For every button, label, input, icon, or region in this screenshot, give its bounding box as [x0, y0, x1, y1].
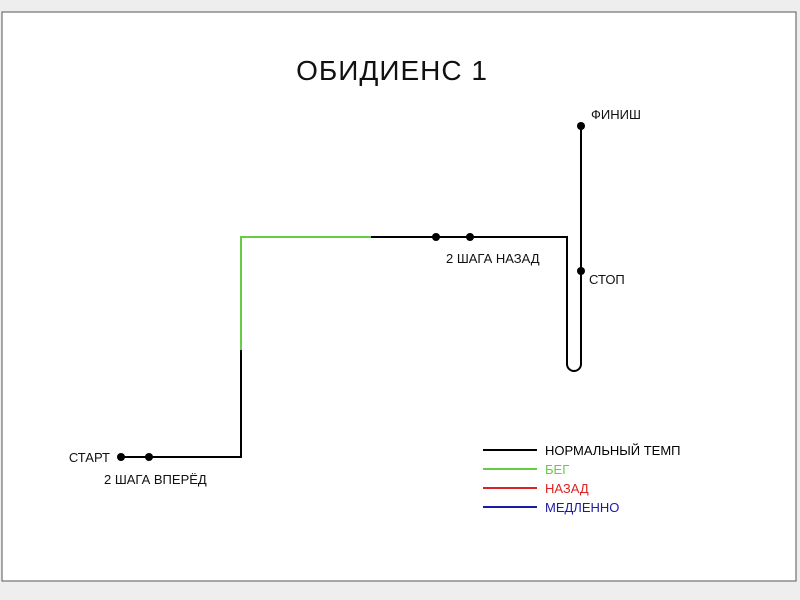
- diagram-title: ОБИДИЕНС 1: [296, 55, 488, 86]
- route-points: [117, 122, 585, 461]
- finish-point: [577, 122, 585, 130]
- forward-point: [145, 453, 153, 461]
- start-point: [117, 453, 125, 461]
- route: [121, 126, 582, 458]
- stop-label: СТОП: [589, 272, 625, 287]
- legend-label-back: НАЗАД: [545, 481, 589, 496]
- forward-label: 2 ШАГА ВПЕРЁД: [104, 472, 207, 487]
- stop-point: [577, 267, 585, 275]
- legend-label-normal: НОРМАЛЬНЫЙ ТЕМП: [545, 443, 681, 458]
- back-point-2: [466, 233, 474, 241]
- finish-label: ФИНИШ: [591, 107, 641, 122]
- back-point-1: [432, 233, 440, 241]
- back-label: 2 ШАГА НАЗАД: [446, 251, 540, 266]
- start-label: СТАРТ: [69, 450, 110, 465]
- legend-label-run: БЕГ: [545, 462, 569, 477]
- route-normal-start: [121, 350, 242, 458]
- route-run: [240, 236, 371, 350]
- legend-label-slow: МЕДЛЕННО: [545, 500, 619, 515]
- legend: НОРМАЛЬНЫЙ ТЕМП БЕГ НАЗАД МЕДЛЕННО: [483, 443, 681, 515]
- sheet-border: [1, 11, 797, 582]
- route-normal-end: [371, 126, 582, 372]
